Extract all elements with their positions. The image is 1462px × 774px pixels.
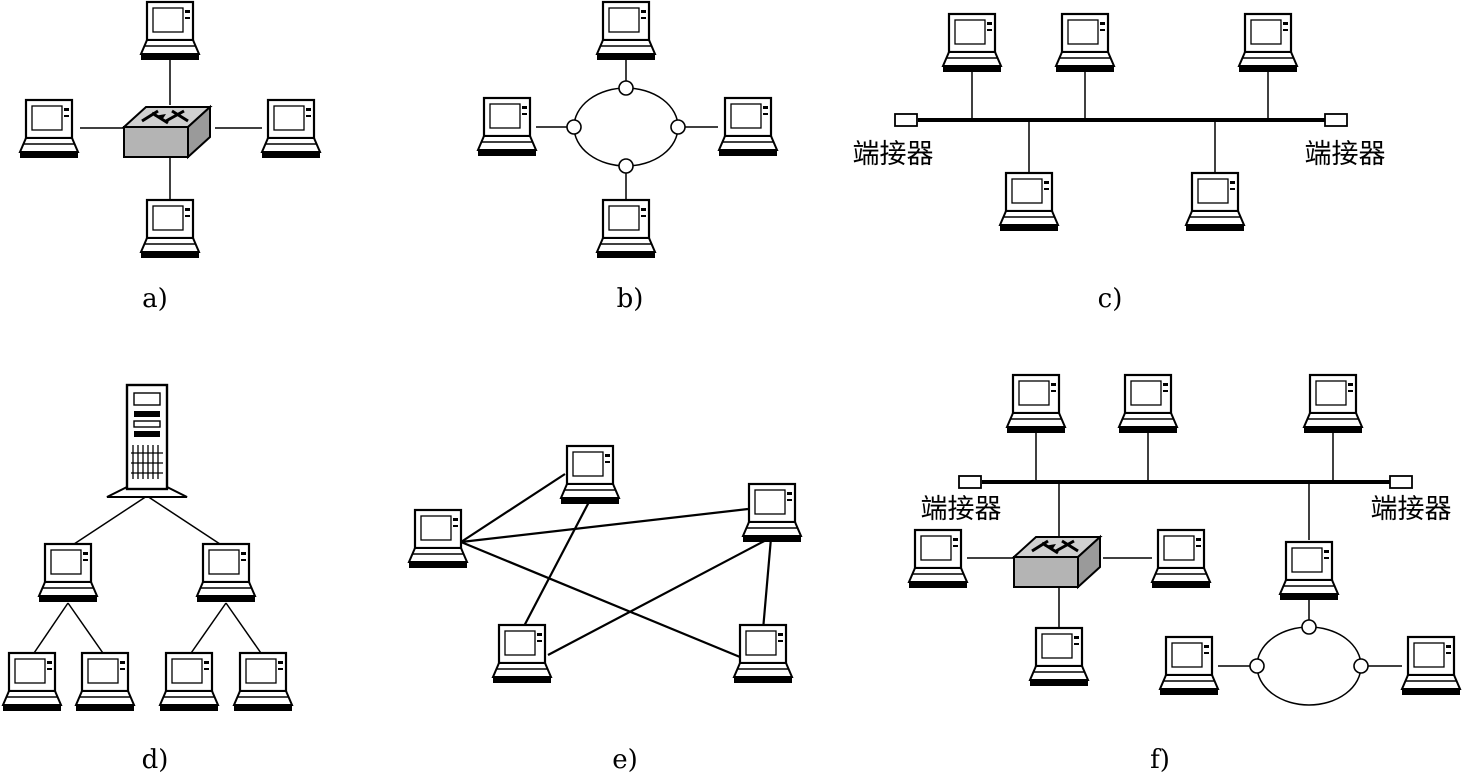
- laptop-icon: [139, 0, 201, 62]
- panel-caption-a: a): [142, 284, 168, 314]
- laptop-icon: [1278, 540, 1340, 602]
- laptop-icon: [559, 444, 621, 506]
- laptop-icon: [907, 528, 969, 590]
- laptop-icon: [595, 198, 657, 260]
- laptop-icon: [1028, 626, 1090, 688]
- panel-caption-f: f): [1150, 745, 1170, 774]
- panel-caption-e: e): [612, 745, 638, 774]
- panel-caption-b: b): [617, 284, 644, 314]
- ring-cable: [573, 87, 679, 167]
- server-tower-icon: [105, 383, 189, 499]
- panel-c-bus: 端接器 端接器 c): [853, 12, 1386, 314]
- link: [521, 499, 591, 631]
- link: [188, 602, 227, 657]
- link: [460, 507, 749, 544]
- ring-node-icon: [618, 80, 634, 96]
- laptop-icon: [1117, 373, 1179, 435]
- panel-b-ring: b): [476, 0, 779, 314]
- link: [547, 537, 771, 656]
- laptop-icon: [195, 542, 257, 604]
- panel-e-mesh: e): [407, 444, 803, 774]
- panel-a-star: a): [18, 0, 322, 314]
- laptop-icon: [732, 623, 794, 685]
- laptop-icon: [1054, 12, 1116, 74]
- laptop-icon: [1158, 635, 1220, 697]
- panel-f-hybrid: 端接器 端接器 f): [907, 373, 1462, 774]
- laptop-icon: [1150, 528, 1212, 590]
- laptop-icon: [18, 98, 80, 160]
- link: [460, 540, 741, 659]
- ring-node-icon: [1301, 619, 1317, 635]
- laptop-icon: [476, 96, 538, 158]
- link: [460, 473, 566, 543]
- laptop-icon: [37, 542, 99, 604]
- laptop-icon: [158, 651, 220, 713]
- terminator-icon: [1389, 475, 1413, 489]
- laptop-icon: [1237, 12, 1299, 74]
- laptop-icon: [407, 508, 469, 570]
- terminator-icon: [894, 113, 918, 127]
- switch-hub-icon: [1012, 535, 1102, 589]
- ring-node-icon: [618, 158, 634, 174]
- link: [761, 537, 773, 631]
- ring-node-icon: [566, 119, 582, 135]
- ring-node-icon: [1249, 658, 1265, 674]
- link: [225, 602, 264, 657]
- laptop-icon: [260, 98, 322, 160]
- laptop-icon: [232, 651, 294, 713]
- panel-caption-d: d): [142, 745, 169, 774]
- terminator-label: 端接器: [853, 139, 934, 170]
- terminator-icon: [958, 475, 982, 489]
- link: [67, 495, 148, 549]
- laptop-icon: [74, 651, 136, 713]
- terminator-label: 端接器: [1371, 494, 1452, 525]
- terminator-label: 端接器: [1305, 139, 1386, 170]
- laptop-icon: [1005, 373, 1067, 435]
- link: [31, 602, 69, 657]
- link: [67, 602, 106, 657]
- laptop-icon: [998, 171, 1060, 233]
- laptop-icon: [595, 0, 657, 62]
- panel-d-tree: d): [1, 383, 294, 774]
- laptop-icon: [139, 198, 201, 260]
- laptop-icon: [717, 96, 779, 158]
- laptop-icon: [741, 482, 803, 544]
- laptop-icon: [491, 623, 553, 685]
- link: [146, 495, 227, 549]
- laptop-icon: [941, 12, 1003, 74]
- laptop-icon: [1400, 635, 1462, 697]
- ring-node-icon: [670, 119, 686, 135]
- panel-caption-c: c): [1098, 284, 1123, 314]
- ring-cable: [1256, 626, 1362, 706]
- laptop-icon: [1184, 171, 1246, 233]
- laptop-icon: [1, 651, 63, 713]
- laptop-icon: [1302, 373, 1364, 435]
- terminator-icon: [1324, 113, 1348, 127]
- ring-node-icon: [1353, 658, 1369, 674]
- terminator-label: 端接器: [921, 494, 1002, 525]
- switch-hub-icon: [122, 105, 212, 159]
